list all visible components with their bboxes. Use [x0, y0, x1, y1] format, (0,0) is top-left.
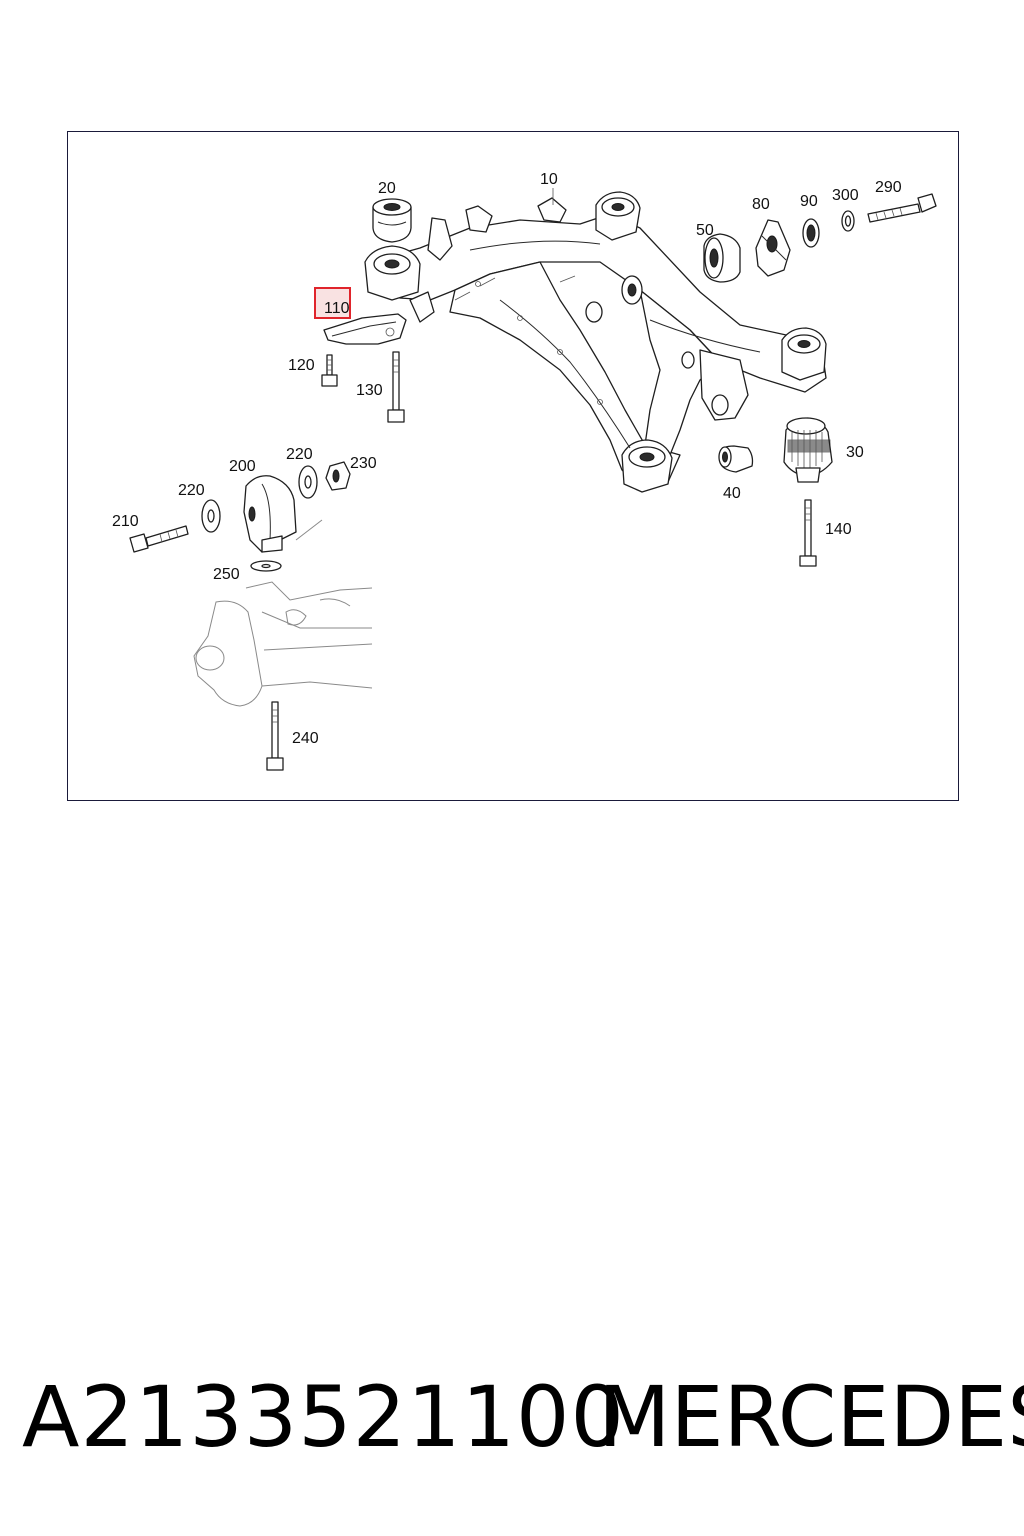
washer-part-250[interactable] — [250, 560, 282, 572]
bracket-part-110[interactable] — [323, 291, 435, 345]
callout-230[interactable]: 230 — [350, 455, 377, 472]
callout-90[interactable]: 90 — [800, 193, 818, 210]
callout-80[interactable]: 80 — [752, 196, 770, 213]
highlight-box-110 — [314, 287, 351, 319]
callout-120[interactable]: 120 — [288, 357, 315, 374]
callout-140[interactable]: 140 — [825, 521, 852, 538]
callout-300[interactable]: 300 — [832, 187, 859, 204]
callout-250[interactable]: 250 — [213, 566, 240, 583]
washer-part-220-left[interactable] — [201, 499, 221, 533]
sleeve-part-40[interactable] — [718, 445, 754, 473]
callout-110[interactable]: 110 — [324, 300, 350, 317]
callout-30[interactable]: 30 — [846, 444, 864, 461]
hydromount-part-30[interactable] — [783, 417, 833, 483]
callout-220-right[interactable]: 220 — [286, 446, 313, 463]
callout-220-left[interactable]: 220 — [178, 482, 205, 499]
callout-10[interactable]: 10 — [540, 171, 558, 188]
callout-290[interactable]: 290 — [875, 179, 902, 196]
bolt-part-130[interactable] — [387, 351, 405, 423]
brand-name: MERCEDES — [598, 1368, 1024, 1466]
axle-context-drawing — [193, 519, 373, 707]
ring-part-90[interactable] — [802, 218, 820, 248]
bolt-part-210[interactable] — [129, 525, 189, 553]
callout-20[interactable]: 20 — [378, 180, 396, 197]
bolt-part-140[interactable] — [799, 499, 817, 567]
bushing-part-50[interactable] — [703, 233, 741, 283]
callout-240[interactable]: 240 — [292, 730, 319, 747]
callout-40[interactable]: 40 — [723, 485, 741, 502]
callout-130[interactable]: 130 — [356, 382, 383, 399]
callout-200[interactable]: 200 — [229, 458, 256, 475]
footer: A2133521100 MERCEDES — [0, 1368, 1024, 1478]
bolt-part-240[interactable] — [266, 701, 284, 771]
washer-part-300[interactable] — [841, 210, 855, 232]
bushing-part-20[interactable] — [372, 198, 412, 243]
mount-part-80[interactable] — [755, 219, 791, 277]
bolt-part-120[interactable] — [321, 354, 338, 387]
bolt-part-290[interactable] — [867, 193, 937, 223]
mount-part-200[interactable] — [243, 475, 297, 553]
callout-50[interactable]: 50 — [696, 222, 714, 239]
washer-part-220-right[interactable] — [298, 465, 318, 499]
callout-210[interactable]: 210 — [112, 513, 139, 530]
part-number: A2133521100 — [22, 1368, 625, 1466]
subframe-part-10[interactable] — [364, 191, 827, 493]
nut-part-230[interactable] — [325, 461, 351, 491]
